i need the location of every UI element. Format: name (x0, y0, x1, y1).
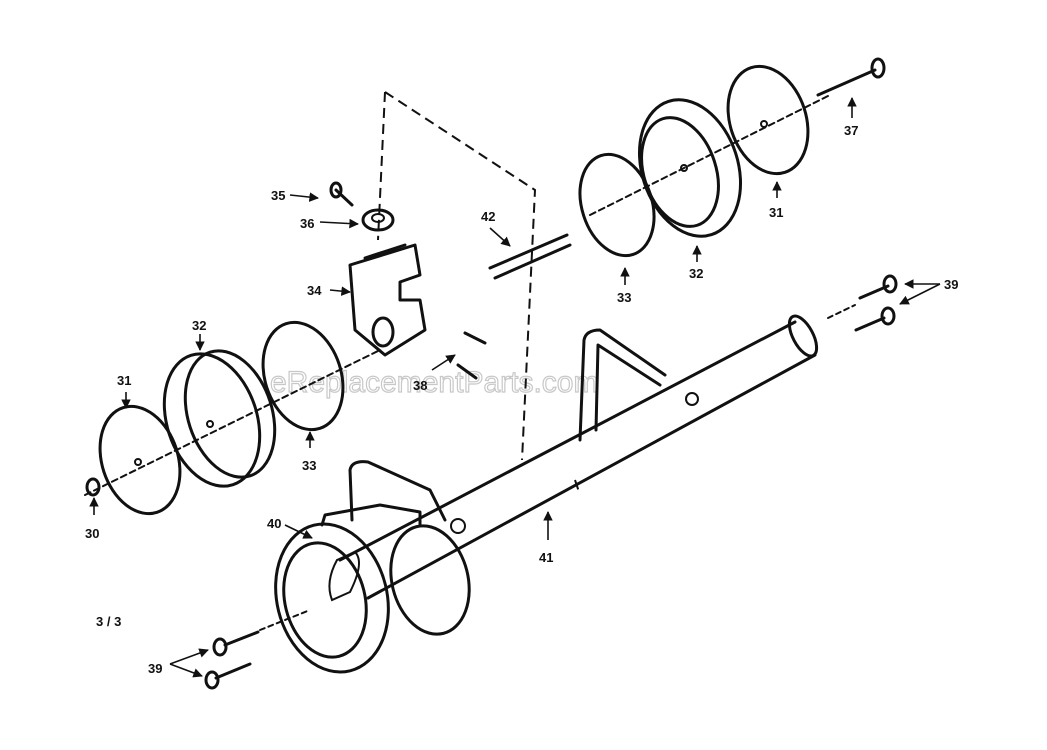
callout-37: 37 (844, 123, 858, 138)
right-hub-cap-31 (726, 64, 810, 176)
left-axis-line (84, 349, 381, 496)
callout-35: 35 (271, 188, 285, 203)
callout-34: 34 (307, 283, 322, 298)
callout-42: 42 (481, 209, 495, 224)
left-rim-33 (261, 320, 345, 432)
left-tire-32 (162, 349, 277, 488)
right-rim-33 (578, 152, 656, 258)
callout-38: 38 (413, 378, 427, 393)
right-axis-line (589, 94, 831, 216)
bracket-34 (348, 243, 427, 357)
callout-30: 30 (85, 526, 99, 541)
leader-arrows (89, 97, 941, 678)
page-code: 3 / 3 (96, 614, 121, 629)
callout-41: 41 (539, 550, 553, 565)
callout-39-left: 39 (148, 661, 162, 676)
callout-32-left: 32 (192, 318, 206, 333)
left-hub-cap-31 (98, 404, 182, 516)
bolts-39-left (204, 609, 311, 690)
callout-33-right: 33 (617, 290, 631, 305)
bolts-39-right (827, 274, 898, 332)
nut-30 (85, 477, 101, 497)
dashed-mounting-plane (377, 91, 581, 496)
right-tire-32 (637, 98, 743, 238)
callout-31-left: 31 (117, 373, 131, 388)
bolt-35 (329, 181, 354, 207)
bolt-37 (816, 57, 886, 97)
bushing-36 (361, 208, 395, 232)
callout-39-right: 39 (944, 277, 958, 292)
callout-36: 36 (300, 216, 314, 231)
pin-42 (488, 233, 572, 280)
assembled-wheel-unit (274, 503, 471, 674)
callout-40: 40 (267, 516, 281, 531)
screws-38 (456, 331, 487, 380)
axle-tube (338, 314, 819, 600)
watermark-text: eReplacementParts.com (270, 366, 598, 399)
callout-33-left: 33 (302, 458, 316, 473)
callout-31-right: 31 (769, 205, 783, 220)
handle-frame (348, 328, 667, 522)
callout-32-right: 32 (689, 266, 703, 281)
